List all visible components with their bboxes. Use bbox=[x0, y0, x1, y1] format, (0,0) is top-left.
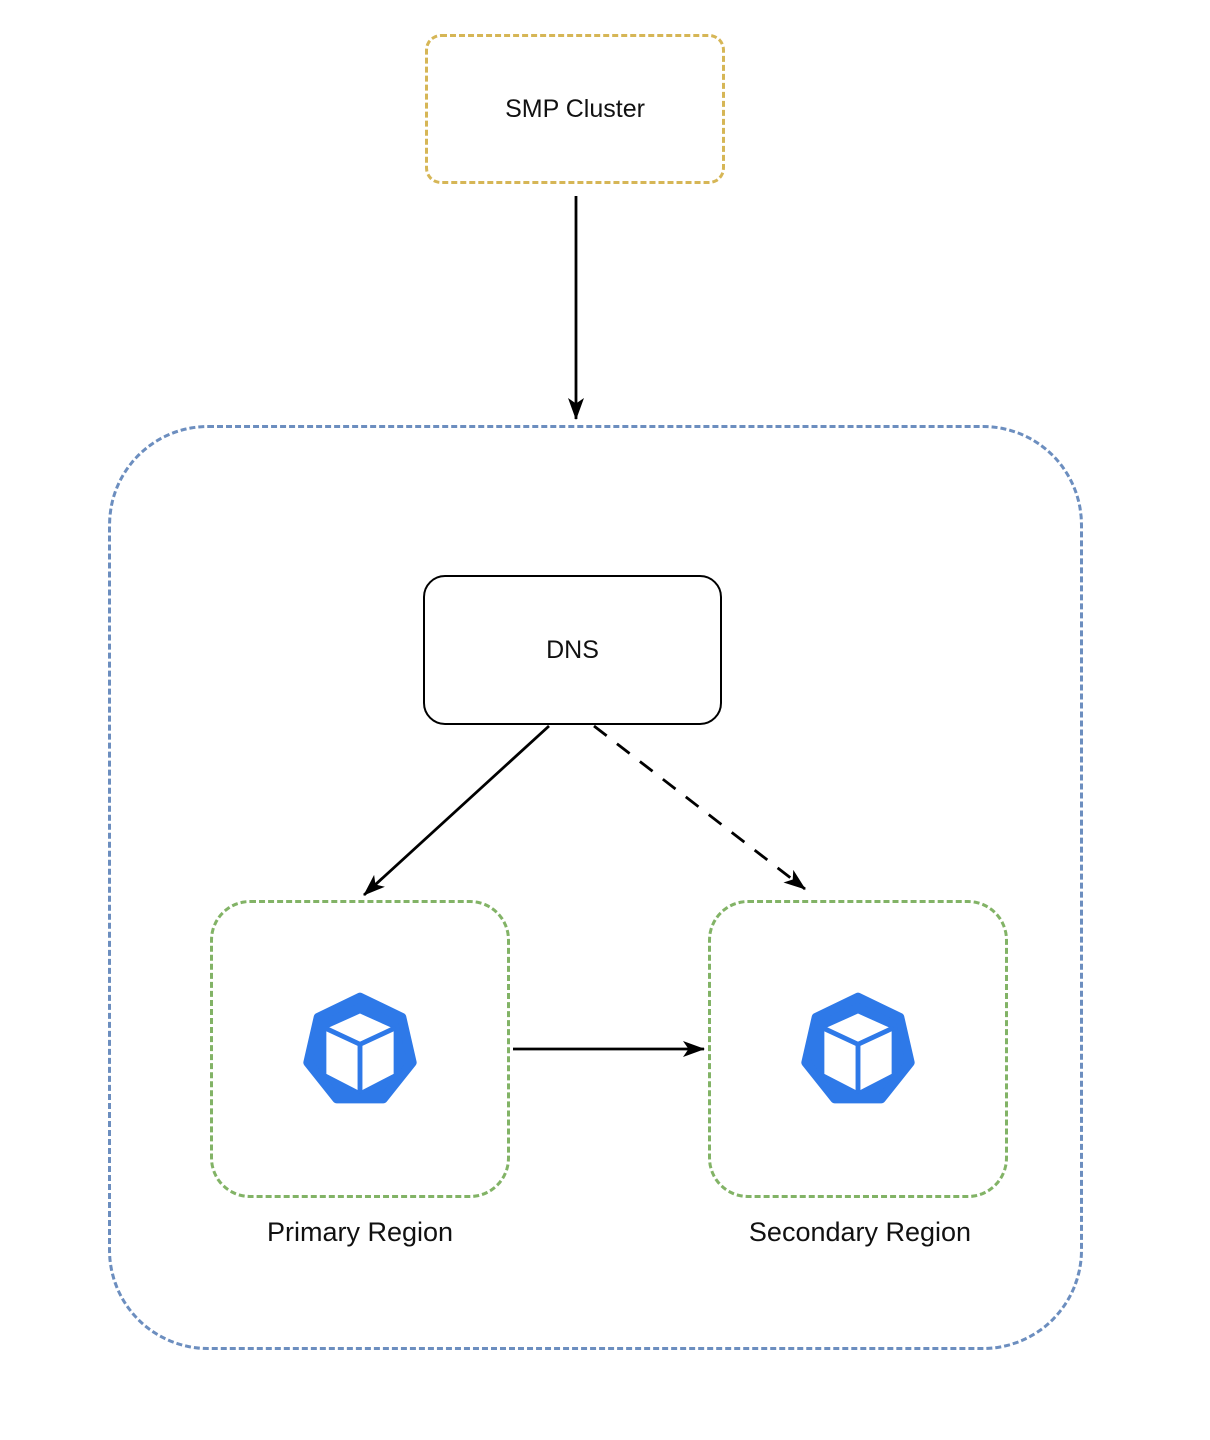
smp-cluster-label: SMP Cluster bbox=[505, 95, 645, 123]
kubernetes-cluster-icon bbox=[801, 992, 915, 1103]
dns-label: DNS bbox=[546, 636, 599, 664]
node-primary-region bbox=[210, 900, 510, 1198]
node-smp-cluster: SMP Cluster bbox=[425, 34, 725, 184]
outer-group-container bbox=[108, 425, 1083, 1350]
node-dns: DNS bbox=[423, 575, 722, 725]
secondary-region-label: Secondary Region bbox=[748, 1217, 972, 1247]
node-secondary-region bbox=[708, 900, 1008, 1198]
kubernetes-cluster-icon bbox=[303, 992, 417, 1103]
primary-region-label: Primary Region bbox=[266, 1217, 454, 1247]
